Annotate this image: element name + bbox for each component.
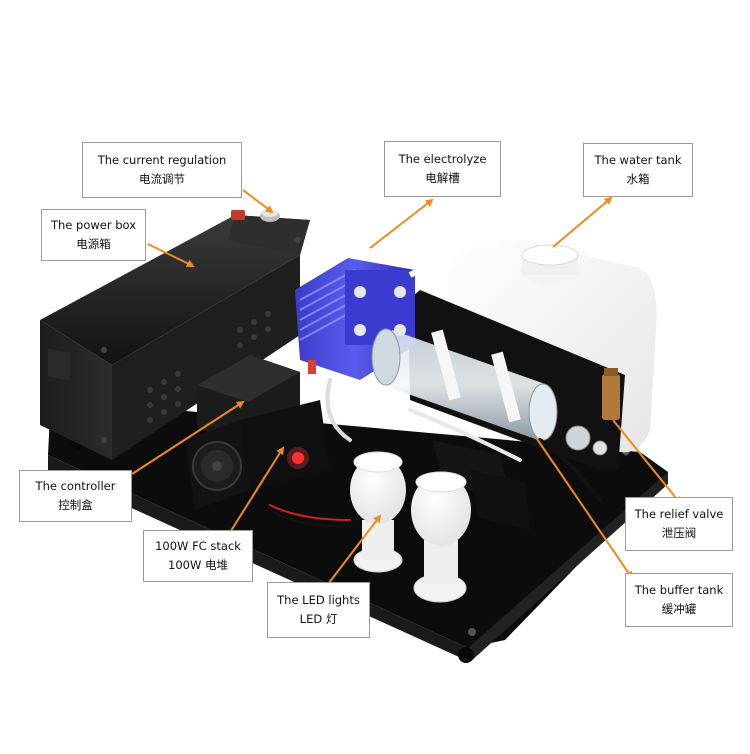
arrow-controller xyxy=(131,400,245,475)
label-controller-zh: 控制盒 xyxy=(58,498,93,512)
arrow-electrolyze xyxy=(369,198,434,249)
label-led-lights-zh: LED 灯 xyxy=(299,612,338,626)
tubing xyxy=(269,378,602,528)
electrolyzer xyxy=(295,258,442,380)
label-current-regulation: The current regulation 电流调节 xyxy=(82,142,242,198)
label-power-box-en: The power box xyxy=(50,218,137,232)
arrow-led-lights xyxy=(321,514,382,593)
label-relief-valve: The relief valve 泄压阀 xyxy=(625,497,733,551)
arrow-fc-stack xyxy=(228,446,285,535)
label-power-box-zh: 电源箱 xyxy=(76,237,111,251)
label-power-box: The power box 电源箱 xyxy=(41,209,146,261)
label-electrolyze: The electrolyze 电解槽 xyxy=(384,141,501,197)
arrow-buffer-tank xyxy=(534,435,634,580)
arrow-relief-valve xyxy=(612,419,682,505)
label-relief-valve-zh: 泄压阀 xyxy=(661,526,697,540)
label-buffer-tank-zh: 缓冲罐 xyxy=(661,602,697,616)
label-electrolyze-zh: 电解槽 xyxy=(425,171,460,185)
label-water-tank-zh: 水箱 xyxy=(626,172,650,186)
arrow-power-box xyxy=(147,243,195,267)
label-buffer-tank: The buffer tank 缓冲罐 xyxy=(625,573,733,627)
fc-stack xyxy=(185,400,330,510)
label-buffer-tank-en: The buffer tank xyxy=(634,583,724,597)
label-fc-stack-en: 100W FC stack xyxy=(155,539,241,553)
relief-valve xyxy=(565,368,620,456)
label-relief-valve-en: The relief valve xyxy=(634,507,724,521)
label-led-lights: The LED lights LED 灯 xyxy=(267,582,370,638)
led-lights xyxy=(350,451,471,603)
label-electrolyze-en: The electrolyze xyxy=(398,152,487,166)
label-led-lights-en: The LED lights xyxy=(277,593,360,607)
label-controller: The controller 控制盒 xyxy=(19,470,132,522)
label-current-regulation-zh: 电流调节 xyxy=(139,172,185,186)
label-fc-stack: 100W FC stack 100W 电堆 xyxy=(143,530,253,582)
label-water-tank-en: The water tank xyxy=(594,153,682,167)
arrow-current-regulation xyxy=(242,189,274,214)
label-fc-stack-zh: 100W 电堆 xyxy=(168,558,228,572)
power-box xyxy=(40,215,310,460)
callout-arrows xyxy=(131,189,682,593)
arrow-water-tank xyxy=(552,196,613,248)
label-controller-en: The controller xyxy=(35,479,116,493)
label-current-regulation-en: The current regulation xyxy=(97,153,227,167)
label-water-tank: The water tank 水箱 xyxy=(583,143,693,197)
buffer-tank xyxy=(371,328,558,441)
